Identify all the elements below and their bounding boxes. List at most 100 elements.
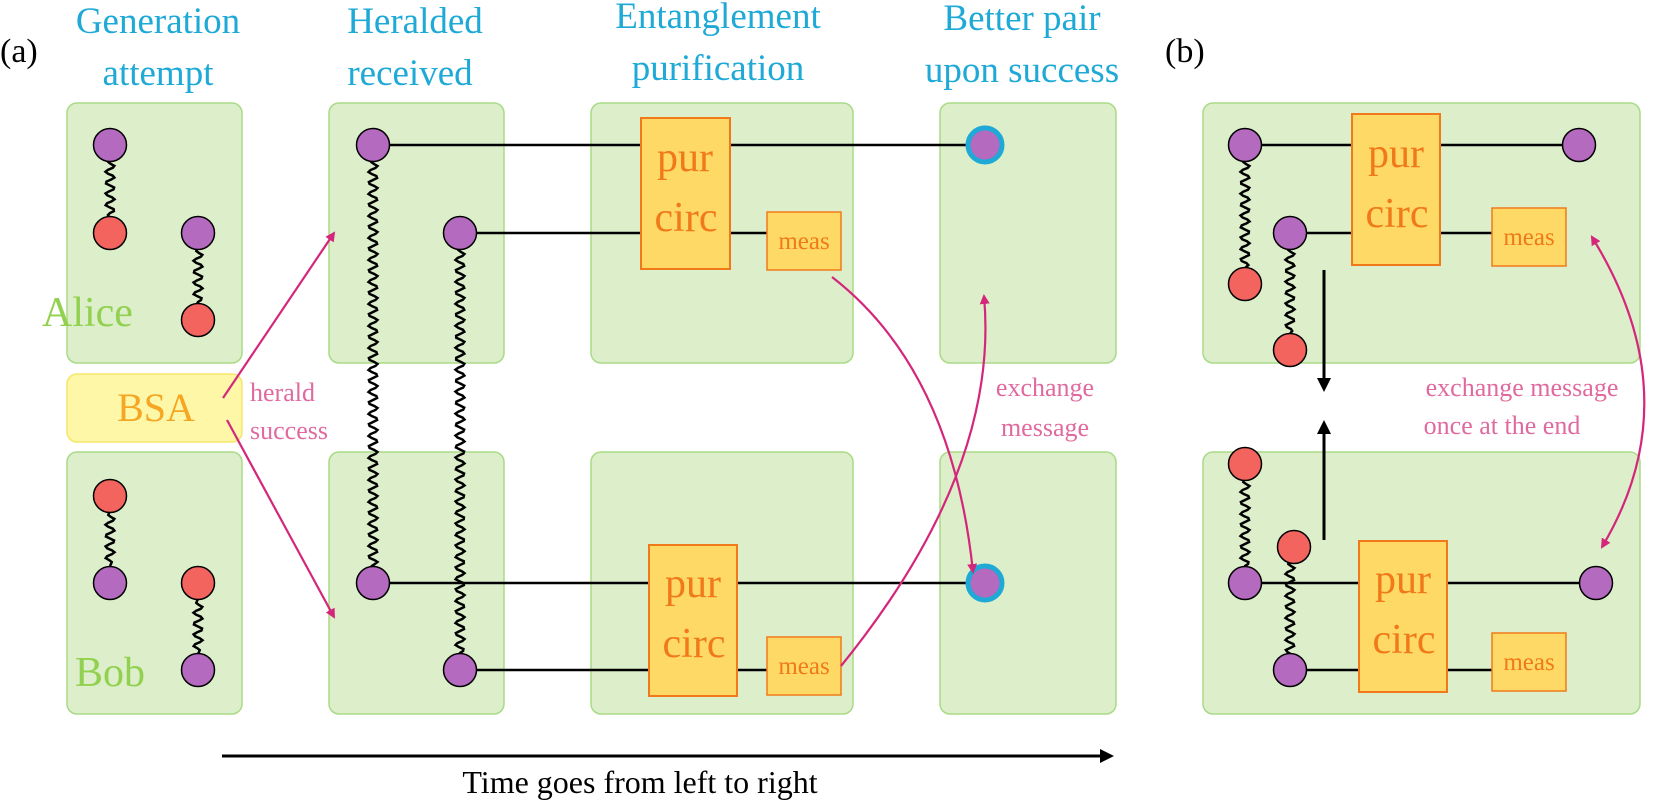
meas-text: meas [1503, 224, 1554, 251]
column-header-purification: Entanglement purification [615, 0, 821, 89]
pur-circ-rect [640, 117, 731, 270]
circ-text: circ [1373, 617, 1436, 663]
purified-qubit [965, 563, 1005, 603]
entanglement-links [103, 157, 1297, 659]
qubit-red [1276, 529, 1312, 565]
pur-circ-box: pur circ [1358, 540, 1448, 693]
qubit-red [180, 302, 216, 338]
qubit-purple [1578, 565, 1614, 601]
pur-circ-rect [1351, 113, 1441, 266]
column-header-better-pair: Better pair upon success [925, 0, 1119, 91]
herald-arrow-down [226, 419, 335, 619]
exchange-label: exchange [996, 373, 1094, 402]
header-line: received [347, 53, 473, 94]
qubit-purple [92, 127, 128, 163]
meas-rect [766, 636, 842, 696]
pur-text: pur [665, 561, 721, 607]
circ-text: circ [663, 621, 726, 667]
pur-text: pur [657, 135, 713, 181]
header-line: Better pair [943, 0, 1100, 39]
header-line: attempt [103, 53, 215, 94]
qubit-purple [92, 565, 128, 601]
meas-box: meas [766, 636, 842, 696]
qubit-purple [1272, 652, 1308, 688]
column-header-generation: Generation attempt [76, 1, 240, 94]
bsa-box [66, 373, 243, 443]
circ-text: circ [1366, 191, 1429, 237]
pur-circ-box: pur circ [1351, 113, 1441, 266]
entanglement-wiggle [1283, 559, 1297, 659]
purified-qubit [965, 125, 1005, 165]
header-line: upon success [925, 50, 1119, 91]
exchange-arrow-double [1590, 235, 1646, 549]
entanglement-wiggle [1238, 157, 1252, 272]
qubit-purple [1272, 215, 1308, 251]
qubit-purple [180, 215, 216, 251]
herald-label: success [250, 416, 328, 445]
qubit-red [92, 215, 128, 251]
meas-rect [1491, 207, 1567, 267]
entanglement-wiggle [1283, 245, 1297, 336]
entanglement-wiggle [1238, 477, 1252, 571]
panel-label-a: (a) [0, 33, 38, 70]
pur-text: pur [1375, 557, 1431, 603]
exchange-arrows [831, 276, 990, 667]
entanglement-wiggle [453, 245, 467, 658]
entanglement-wiggle [103, 157, 117, 220]
pur-circ-rect [1358, 540, 1448, 693]
qubit-red [1272, 332, 1308, 368]
qubit-red [92, 478, 128, 514]
entanglement-wiggle [191, 598, 205, 655]
meas-text: meas [778, 653, 829, 680]
meas-box: meas [766, 211, 842, 271]
pur-circ-box: pur circ [640, 117, 731, 270]
qubit-purple [1227, 127, 1263, 163]
pur-circ-rect [648, 544, 738, 697]
qubit-purple [1561, 127, 1597, 163]
qubit-wires-a [373, 143, 982, 672]
qubit-purple [442, 652, 478, 688]
exchange-once-label: exchange message [1426, 373, 1619, 402]
header-line: purification [632, 48, 805, 89]
entanglement-wiggle [366, 157, 380, 571]
exchange-arrow-down [831, 276, 978, 574]
qubit-purple [180, 652, 216, 688]
exchange-once-label: once at the end [1424, 411, 1581, 440]
entanglement-wiggle [103, 510, 117, 567]
qubit-purple [355, 127, 391, 163]
header-line: Generation [76, 1, 240, 42]
qubit-red [1227, 266, 1263, 302]
qubit-purple [1227, 565, 1263, 601]
qubit-red [1227, 446, 1263, 482]
exchange-arrow-up [840, 294, 990, 667]
alice-label: Alice [42, 290, 133, 336]
entanglement-wiggle [191, 246, 205, 307]
column-header-heralded: Heralded received [347, 1, 483, 94]
time-label: Time goes from left to right [462, 764, 817, 800]
herald-label: herald [250, 378, 315, 407]
meas-text: meas [778, 228, 829, 255]
meas-box: meas [1491, 207, 1567, 267]
bob-label: Bob [75, 650, 145, 696]
panel-label-b: (b) [1165, 33, 1205, 70]
exchange-label: message [1001, 413, 1089, 442]
circ-text: circ [655, 195, 718, 241]
qubit-wires-b [1245, 143, 1595, 672]
qubit-purple [355, 565, 391, 601]
bsa-label: BSA [117, 385, 195, 430]
meas-rect [1491, 632, 1567, 692]
header-line: Heralded [347, 1, 483, 42]
herald-arrow-up [222, 231, 336, 399]
pur-circ-box: pur circ [648, 544, 738, 697]
meas-box: meas [1491, 632, 1567, 692]
pur-text: pur [1368, 131, 1424, 177]
qubits [92, 125, 1614, 688]
meas-text: meas [1503, 649, 1554, 676]
meas-rect [766, 211, 842, 271]
header-line: Entanglement [615, 0, 821, 37]
herald-arrows [222, 231, 336, 619]
qubit-red [180, 565, 216, 601]
qubit-purple [442, 215, 478, 251]
